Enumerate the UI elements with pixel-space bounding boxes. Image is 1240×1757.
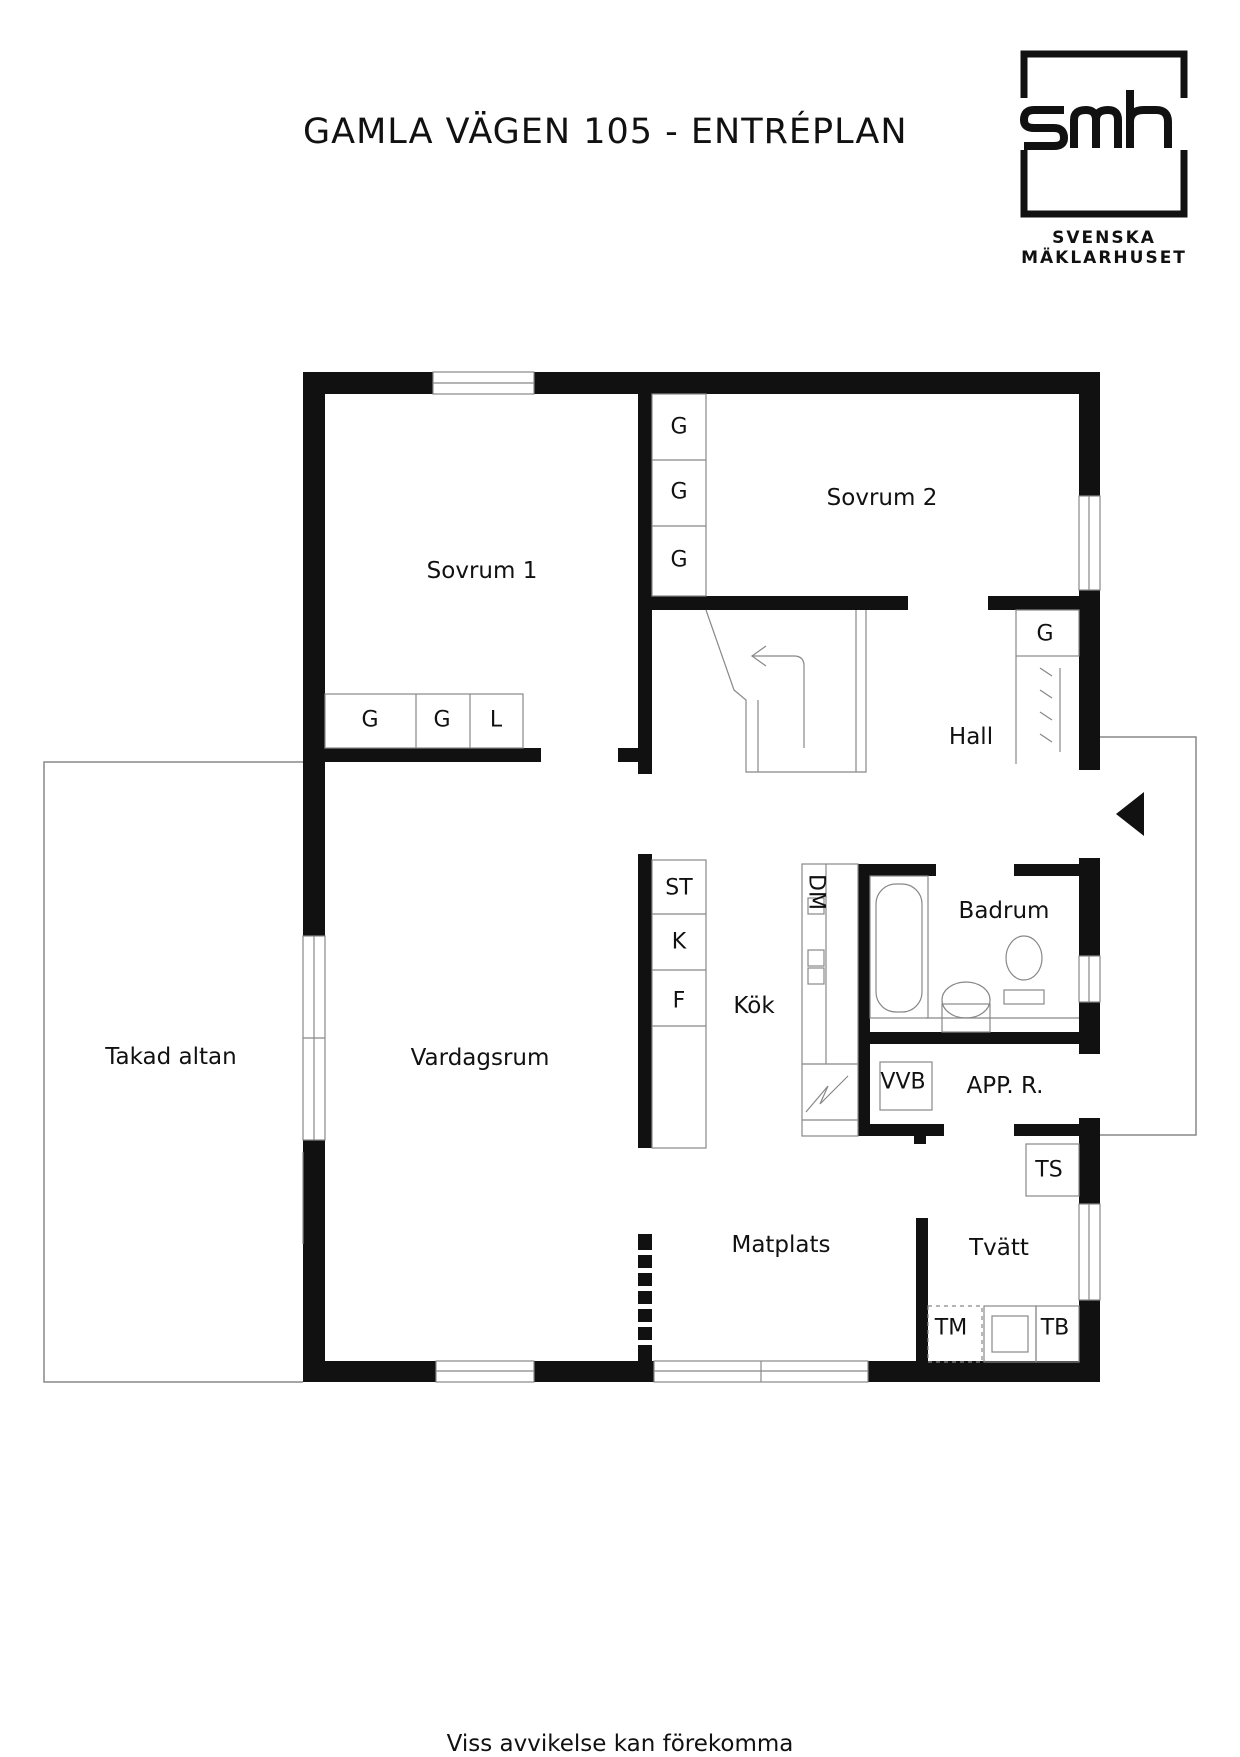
sink-icon [941, 981, 991, 1033]
smh-logo-mark-icon [1018, 50, 1190, 218]
wardrobe-label: G [670, 547, 688, 573]
wardrobe-label: G [1036, 621, 1054, 647]
room-label-sovrum-1: Sovrum 1 [426, 558, 538, 584]
hall-wardrobe [1015, 609, 1080, 764]
wardrobe-label: G [433, 707, 451, 733]
washing-machine-label: TM [934, 1315, 968, 1341]
laundry-fixtures [927, 1143, 1080, 1363]
wardrobe-label: G [670, 479, 688, 505]
room-label-badrum: Badrum [958, 898, 1050, 924]
room-label-vardagsrum: Vardagsrum [410, 1045, 550, 1071]
linen-closet-label: L [489, 707, 503, 733]
staircase [705, 609, 867, 773]
vvb-box [879, 1061, 933, 1111]
sovrum2-wardrobes [651, 393, 707, 597]
logo-line-2: MÄKLARHUSET [1021, 248, 1187, 268]
freezer-f-label: F [672, 988, 686, 1014]
kitchen-counter-left [651, 859, 707, 1149]
dryer-label: TS [1035, 1157, 1063, 1183]
room-label-sovrum-2: Sovrum 2 [826, 485, 938, 511]
room-label-tvatt: Tvätt [969, 1235, 1029, 1261]
bathtub-icon [869, 875, 929, 1019]
room-label-hall: Hall [948, 724, 994, 750]
terrace-outline [43, 761, 303, 1383]
kitchen-counter-right [801, 863, 859, 1137]
logo-line-1: SVENSKA [1052, 228, 1156, 248]
room-label-takad-altan: Takad altan [105, 1044, 237, 1070]
tumble-dryer-label: TB [1040, 1315, 1070, 1341]
water-heater-label: VVB [880, 1069, 926, 1095]
sovrum1-wardrobes [324, 693, 524, 749]
room-label-app-r: APP. R. [966, 1073, 1044, 1099]
room-label-kok: Kök [733, 993, 775, 1019]
dining-wall-pattern [638, 1250, 652, 1345]
interior-walls [325, 394, 1079, 1382]
entrance-outline [1100, 736, 1197, 1136]
page-title: GAMLA VÄGEN 105 - ENTRÉPLAN [303, 112, 908, 152]
entrance-arrow-icon [1116, 792, 1144, 836]
smh-logo: SVENSKA MÄKLARHUSET [1018, 50, 1190, 272]
toilet-icon [1003, 935, 1045, 1005]
room-label-matplats: Matplats [731, 1232, 831, 1258]
dishwasher-label: DM [803, 874, 829, 910]
freezer-label: ST [665, 875, 693, 901]
disclaimer: Viss avvikelse kan förekomma [446, 1731, 794, 1757]
wardrobe-label: G [670, 414, 688, 440]
wardrobe-label: G [361, 707, 379, 733]
fridge-label: K [671, 929, 687, 955]
windows [302, 371, 1101, 1383]
exterior-walls [303, 372, 1100, 1382]
